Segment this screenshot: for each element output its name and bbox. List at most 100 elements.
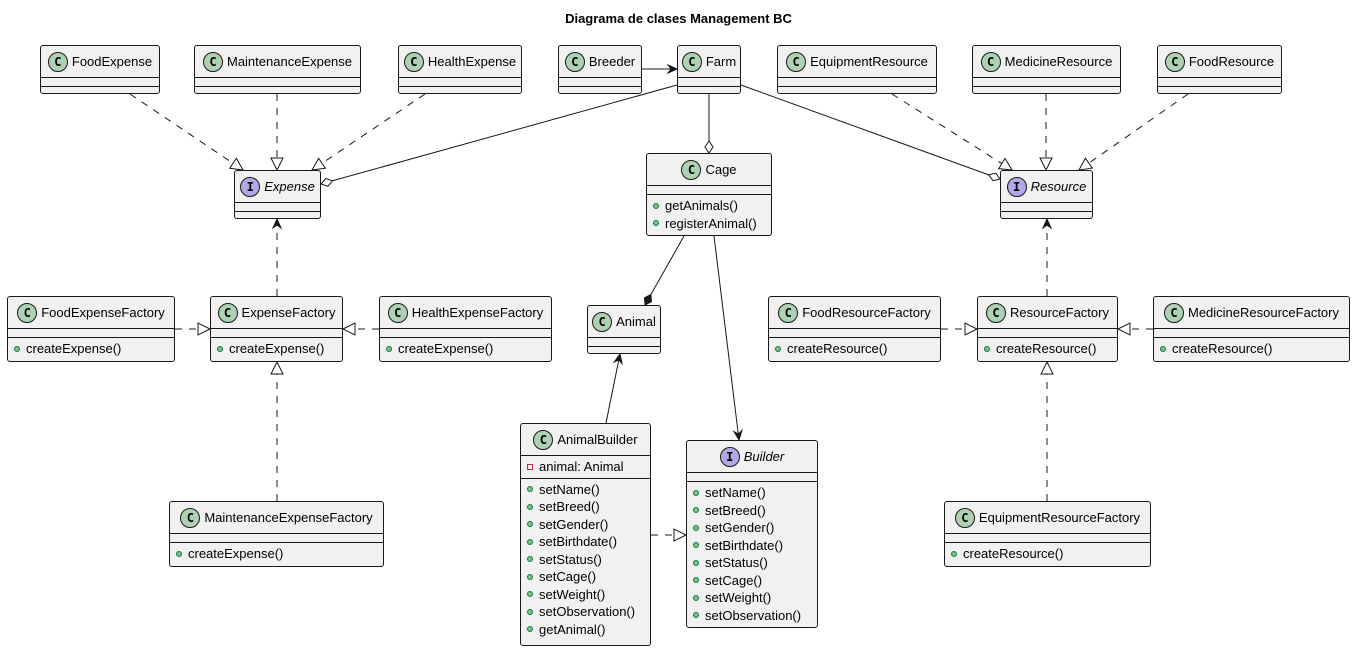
method-item: getAnimal() [521,621,650,639]
realization-relation [311,93,426,171]
method-item: setWeight() [687,589,817,607]
method-item: createResource() [769,340,940,358]
fields-section [588,337,660,346]
fields-section [380,328,551,337]
class-stereotype-icon: C [954,507,975,528]
public-visibility-icon [527,591,533,598]
class-stereotype-icon: C [681,159,702,180]
realization-relation [891,93,1013,171]
hollow-diamond-marker [320,177,334,187]
hollow-triangle-arrowhead [673,528,688,542]
fields-section [647,185,771,194]
class-stereotype-icon: C [403,51,424,72]
public-visibility-icon [693,594,699,601]
method-item: setBirthdate() [687,537,817,555]
diagram-title: Diagrama de clases Management BC [565,11,792,26]
public-visibility-icon [527,608,533,615]
methods-section: createExpense() [380,337,551,360]
method-text: createExpense() [188,546,284,562]
association-relation [713,235,743,442]
open-arrowhead [666,63,679,75]
hollow-triangle-arrowhead [964,322,979,336]
public-visibility-icon [527,521,533,528]
methods-section [678,86,740,87]
class-name: Breeder [588,54,636,69]
fields-section [399,77,521,86]
method-item: registerAnimal() [647,215,771,233]
class-name: FoodExpense [71,54,153,69]
public-visibility-icon [653,220,659,227]
method-item: setBreed() [687,502,817,520]
method-text: setName() [539,481,600,497]
field-text: animal: Animal [539,459,624,475]
dependency-relation [1041,217,1053,296]
public-visibility-icon [527,626,533,633]
public-visibility-icon [653,202,659,209]
realization-relation [341,322,379,336]
aggregation-relation [704,94,714,154]
public-visibility-icon [527,503,533,510]
public-visibility-icon [693,612,699,619]
class-stereotype-icon: C [202,51,223,72]
association-relation [642,63,679,75]
methods-section: createExpense() [211,337,342,360]
field-item: animal: Animal [521,458,650,476]
class-name: FoodResource [1188,54,1275,69]
fields-section [8,328,174,337]
interface-stereotype-icon: I [1006,176,1027,197]
method-item: setWeight() [521,586,650,604]
class-stereotype-icon: C [564,51,585,72]
class-name: HealthExpenseFactory [411,305,544,320]
fields-section [1001,202,1092,211]
method-text: setWeight() [705,590,772,606]
private-visibility-icon [527,463,533,470]
method-text: createExpense() [229,341,325,357]
method-text: getAnimals() [665,198,738,214]
method-text: setCage() [705,572,763,588]
method-text: setObservation() [705,607,802,623]
fields-section [778,77,936,86]
method-text: setBreed() [539,499,600,515]
class-stereotype-icon: C [47,51,68,72]
class-name: EquipmentResource [810,54,928,69]
method-text: createResource() [996,341,1097,357]
class-stereotype-icon: C [592,311,613,332]
relation-line [332,84,678,182]
methods-section [1158,86,1281,87]
realization-relation [941,322,979,336]
method-item: createExpense() [211,340,342,358]
hollow-diamond-marker [987,172,1001,182]
class-name: Expense [264,179,315,194]
aggregation-relation [740,84,1001,182]
methods-section [399,86,521,87]
realization-relation [129,93,244,171]
hollow-triangle-arrowhead [997,157,1013,171]
public-visibility-icon [951,550,957,557]
fields-section [235,202,320,211]
class-stereotype-icon: C [681,51,702,72]
dependency-relation [271,217,283,296]
public-visibility-icon [693,577,699,584]
class-stereotype-icon: C [217,302,238,323]
public-visibility-icon [386,345,392,352]
public-visibility-icon [984,345,990,352]
class-name: MaintenanceExpense [226,54,353,69]
methods-section [559,86,641,87]
class-name: ResourceFactory [1010,305,1109,320]
realization-relation [1078,93,1189,171]
class-stereotype-icon: C [1163,302,1184,323]
relation-line [740,84,989,176]
class-name: Resource [1030,179,1087,194]
class-stereotype-icon: C [786,51,807,72]
